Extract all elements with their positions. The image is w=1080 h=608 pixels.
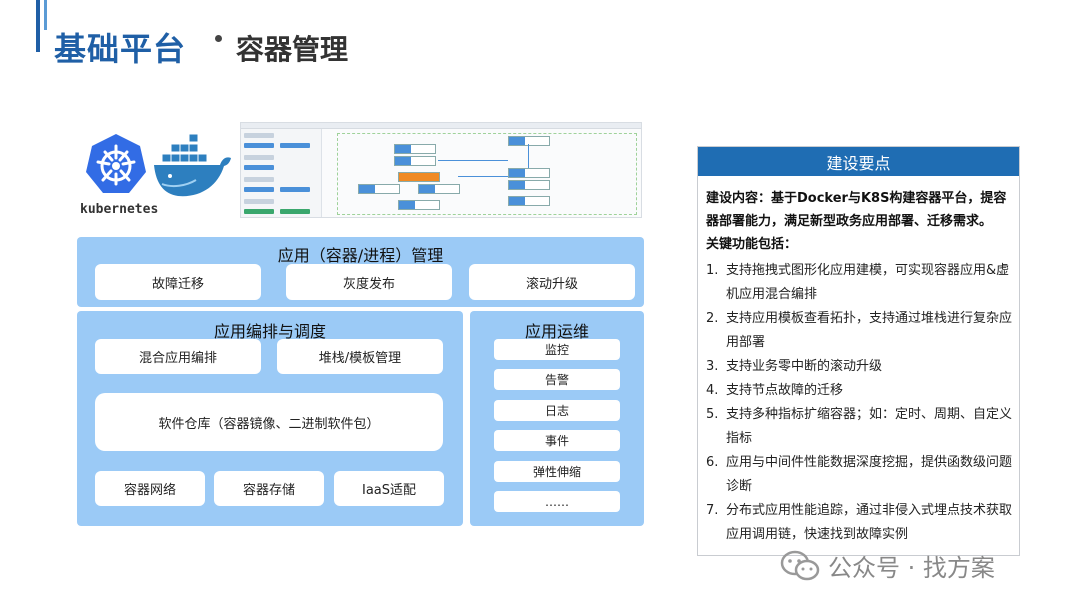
wechat-icon [780, 550, 820, 580]
docker-logo [152, 128, 234, 214]
ops-monitoring-item: 监控 [494, 339, 620, 360]
canary-release-item: 灰度发布 [286, 264, 452, 300]
list-item: 7.分布式应用性能追踪，通过非侵入式埋点技术获取应用调用链，快速找到故障实例 [706, 503, 1013, 542]
panel-header: 建设要点 [698, 147, 1019, 176]
watermark: 公众号 · 找方案 [780, 548, 995, 583]
list-item: 2.支持应用模板查看拓扑，支持通过堆栈进行复杂应用部署 [706, 311, 1013, 350]
panel-intro: 建设内容：基于Docker与K8S构建容器平台，提容器部署能力，满足新型政务应用… [706, 187, 1012, 256]
page-subtitle: 容器管理 [236, 33, 349, 66]
key-feature-list: 1.支持拖拽式图形化应用建模，可实现容器应用&虚机应用混合编排 2.支持应用模板… [706, 259, 1014, 547]
ops-more-item: …… [494, 491, 620, 512]
orchestration-title: 应用编排与调度 [213, 322, 326, 341]
ops-log-item: 日志 [494, 400, 620, 421]
key-points-panel: 建设要点 建设内容：基于Docker与K8S构建容器平台，提容器部署能力，满足新… [697, 146, 1020, 556]
screenshot-component-panel [241, 129, 322, 217]
container-storage-item: 容器存储 [214, 471, 324, 506]
list-item: 4.支持节点故障的迁移 [706, 383, 844, 398]
app-management-title: 应用（容器/进程）管理 [277, 246, 444, 265]
list-item: 6.应用与中间件性能数据深度挖掘，提供函数级问题诊断 [706, 455, 1013, 494]
ops-title: 应用运维 [524, 322, 589, 341]
stack-template-item: 堆栈/模板管理 [277, 339, 443, 374]
kubernetes-logo: kubernetes [80, 132, 159, 217]
accent-bar-thin [44, 0, 47, 30]
panel-intro-content: 建设内容：基于Docker与K8S构建容器平台，提容器部署能力，满足新型政务应用… [706, 191, 1007, 229]
panel-intro-key-features: 关键功能包括： [706, 237, 798, 252]
list-item: 3.支持业务零中断的滚动升级 [706, 359, 883, 374]
rolling-upgrade-item: 滚动升级 [469, 264, 635, 300]
page-title: 基础平台 [54, 30, 187, 68]
title-separator-dot [215, 35, 222, 42]
iaas-adapter-item: IaaS适配 [334, 471, 444, 506]
software-repository-item: 软件仓库（容器镜像、二进制软件包） [95, 393, 443, 451]
list-item: 5.支持多种指标扩缩容器；如：定时、周期、自定义指标 [706, 407, 1013, 446]
ops-alert-item: 告警 [494, 369, 620, 390]
watermark-text: 公众号 · 找方案 [828, 554, 995, 582]
failover-item: 故障迁移 [95, 264, 261, 300]
orchestration-ui-screenshot [240, 122, 642, 218]
list-item: 1.支持拖拽式图形化应用建模，可实现容器应用&虚机应用混合编排 [706, 263, 1010, 302]
screenshot-canvas [337, 133, 637, 215]
container-network-item: 容器网络 [95, 471, 205, 506]
kubernetes-wordmark: kubernetes [80, 202, 159, 217]
accent-bar [36, 0, 40, 52]
ops-autoscale-item: 弹性伸缩 [494, 461, 620, 482]
ops-event-item: 事件 [494, 430, 620, 451]
hybrid-orchestration-item: 混合应用编排 [95, 339, 261, 374]
docker-whale-icon [154, 133, 231, 197]
kubernetes-wheel-icon [86, 134, 146, 193]
screenshot-toolbar [241, 123, 641, 129]
